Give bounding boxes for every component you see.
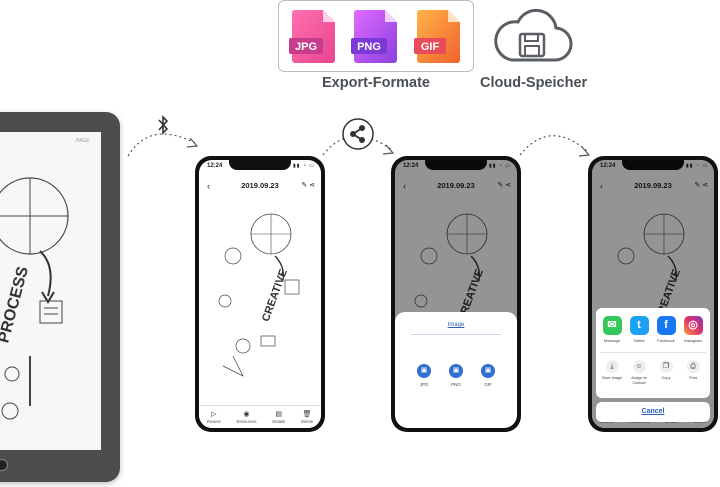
cloud-storage-icon	[494, 8, 573, 62]
action-copy[interactable]: ❐Copy	[654, 360, 678, 381]
share-instagram[interactable]: ◎Instagram	[681, 316, 705, 343]
nav-review[interactable]: ▷Review	[206, 410, 221, 424]
png-label: PNG	[357, 41, 381, 53]
phone-preview: 12:24 ▮▮ ◔ ▭ ‹ 2019.09.23 ✎ ⋖ CREATIVE ▷…	[195, 156, 325, 432]
jpg-file-icon: JPG	[289, 10, 335, 63]
copy-icon: ❐	[659, 360, 673, 373]
gif-label: GIF	[421, 41, 440, 53]
note-title: 2019.09.23	[241, 181, 279, 190]
note-sketch: CREATIVE	[218, 213, 300, 377]
tablet-screen: PAGE PROCESS	[0, 132, 101, 450]
export-sheet: Image ▣JPG ▣PNG ▣GIF	[395, 312, 517, 428]
gif-file-icon: GIF	[414, 10, 460, 63]
phone-export: 12:24 ▮▮ ◔ ▭ ‹ 2019.09.23 ✎ ⋖ CREATIVE I…	[391, 156, 521, 432]
export-png-option[interactable]: ▣PNG	[446, 364, 466, 387]
cancel-button[interactable]: Cancel	[596, 402, 710, 422]
export-formats-caption: Export-Formate	[322, 75, 430, 91]
cloud-storage-caption: Cloud-Speicher	[480, 75, 588, 91]
export-jpg-option[interactable]: ▣JPG	[414, 364, 434, 387]
nav-delete[interactable]: 🗑Delete	[300, 410, 314, 424]
back-icon[interactable]: ‹	[207, 181, 210, 191]
bluetooth-icon	[158, 115, 169, 135]
svg-text:CREATIVE: CREATIVE	[260, 268, 290, 324]
image-icon: ▣	[449, 364, 463, 378]
nav-details[interactable]: ▤Details	[272, 410, 286, 424]
tablet-sketch: PROCESS	[0, 177, 69, 420]
action-assign-contact[interactable]: ☺Assign to Contact	[627, 360, 651, 385]
action-save-image[interactable]: ⤓Save Image	[600, 360, 624, 381]
png-file-icon: PNG	[351, 10, 397, 63]
status-time: 12:24	[207, 163, 223, 169]
tablet-button[interactable]	[0, 459, 8, 471]
jpg-label: JPG	[295, 41, 317, 53]
facebook-icon: f	[656, 316, 676, 335]
message-icon: ✉	[602, 316, 622, 335]
bottom-nav: ▷Review ◉Resources ▤Details 🗑Delete	[199, 405, 321, 428]
instagram-icon: ◎	[683, 316, 703, 335]
image-icon: ▣	[417, 364, 431, 378]
download-icon: ⤓	[605, 360, 619, 373]
phone-share: 12:24 ▮▮ ◔ ▭ ‹ 2019.09.23 ✎ ⋖ CREATIVE ▷…	[588, 156, 718, 432]
contact-icon: ☺	[632, 360, 646, 373]
print-icon: ⎙	[686, 360, 700, 373]
share-message[interactable]: ✉Message	[600, 316, 624, 343]
nav-resources[interactable]: ◉Resources	[236, 410, 257, 424]
status-icons: ▮▮ ◔ ▭	[292, 163, 315, 169]
share-icon	[342, 118, 374, 150]
action-print[interactable]: ⎙Print	[681, 360, 705, 381]
export-sheet-title: Image	[447, 322, 465, 328]
twitter-icon: t	[629, 316, 649, 335]
tablet-page-label: PAGE	[76, 138, 90, 144]
image-icon: ▣	[481, 364, 495, 378]
export-gif-option[interactable]: ▣GIF	[478, 364, 498, 387]
edit-share-icons[interactable]: ✎ ⋖	[301, 182, 315, 189]
